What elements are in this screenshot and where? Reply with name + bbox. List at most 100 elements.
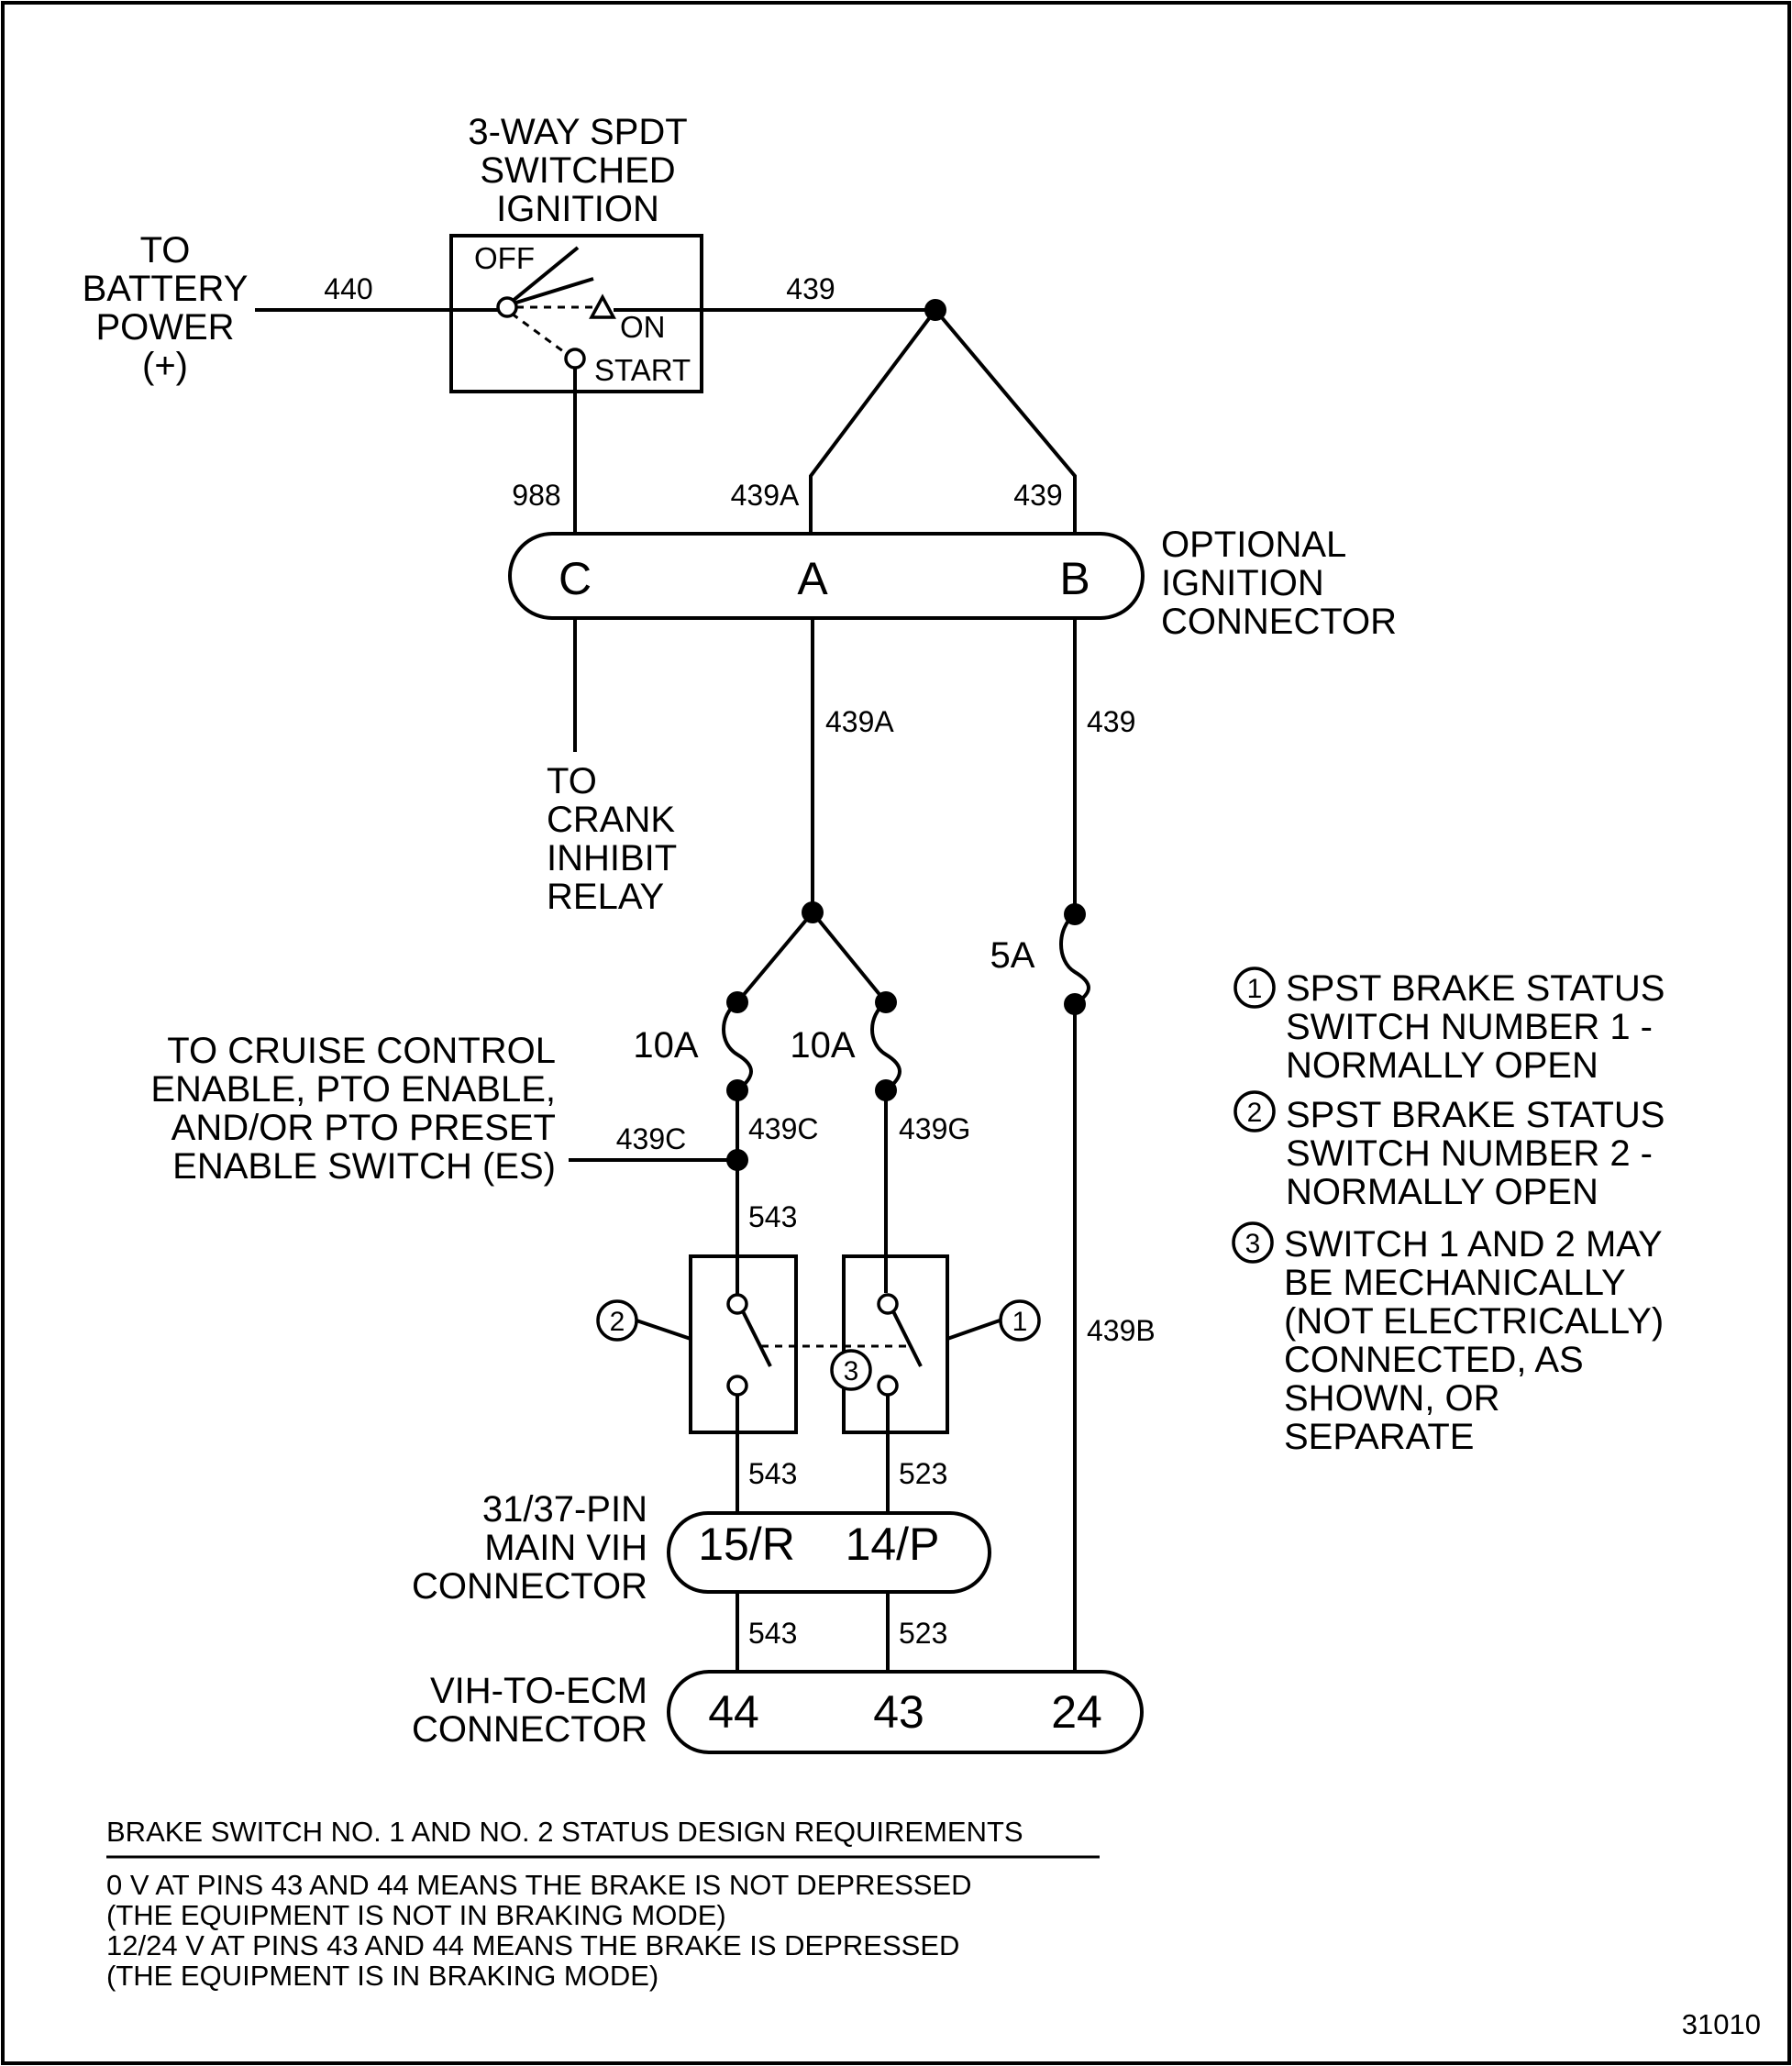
brake-switch-1	[842, 1254, 949, 1434]
cruise-label-line-2: ENABLE, PTO ENABLE,	[150, 1069, 556, 1110]
ignition-connector-label-2: IGNITION	[1161, 563, 1324, 603]
fuse-10a-left-label: 10A	[633, 1025, 698, 1066]
ecm-connector-body	[667, 1670, 1144, 1754]
legend-1-line-1: SPST BRAKE STATUS	[1286, 968, 1665, 1009]
legend: 1 SPST BRAKE STATUS SWITCH NUMBER 1 - NO…	[1232, 967, 1665, 1457]
legend-2-line-1: SPST BRAKE STATUS	[1286, 1095, 1665, 1135]
figure-number: 31010	[1682, 2008, 1761, 2040]
wire-label-439a-top: 439A	[731, 479, 800, 512]
vih-to-ecm-connector: 44 43 24	[667, 1670, 1144, 1754]
legend-3-line-1: SWITCH 1 AND 2 MAY	[1284, 1224, 1663, 1265]
ecm-connector-label-2: CONNECTOR	[412, 1709, 647, 1750]
brake-switch-2-blade	[741, 1310, 772, 1367]
battery-label-line-4: (+)	[142, 346, 188, 386]
cruise-label-line-4: ENABLE SWITCH (ES)	[172, 1146, 556, 1187]
brake-switch-1-contact-bottom	[877, 1375, 899, 1397]
brake-switch-2	[689, 1254, 798, 1434]
wire-label-523-b: 523	[899, 1617, 947, 1650]
legend-1-line-3: NORMALLY OPEN	[1286, 1045, 1598, 1086]
wire-branch-left	[736, 911, 814, 1004]
crank-label-line-1: TO	[547, 761, 597, 801]
wire-439a-top	[809, 308, 937, 536]
callout-2-leader	[636, 1319, 691, 1341]
fuse-5a-label: 5A	[990, 935, 1035, 976]
wire-439-b-top	[934, 308, 1077, 536]
battery-label-line-2: BATTERY	[83, 269, 249, 309]
ignition-pin-a: A	[797, 553, 828, 604]
ecm-pin-43: 43	[873, 1686, 924, 1738]
notes-line-3: 12/24 V AT PINS 43 AND 44 MEANS THE BRAK…	[106, 1929, 959, 1961]
switch-on-terminal	[589, 293, 616, 319]
vih-connector-label-1: 31/37-PIN	[482, 1489, 647, 1530]
ecm-pin-44: 44	[708, 1686, 759, 1738]
ecm-connector-label-1: VIH-TO-ECM	[430, 1671, 647, 1711]
brake-switch-2-contact-bottom	[726, 1375, 748, 1397]
wire-label-523-a: 523	[899, 1457, 947, 1490]
legend-2-number: 2	[1247, 1098, 1263, 1128]
crank-label-line-3: INHIBIT	[547, 838, 677, 878]
ignition-pin-c: C	[559, 553, 592, 604]
fuse-10a-right-label: 10A	[790, 1025, 855, 1066]
switch-start-path	[511, 312, 568, 356]
vih-pin-15r: 15/R	[698, 1519, 795, 1570]
switch-start-terminal	[564, 348, 586, 370]
notes-title: BRAKE SWITCH NO. 1 AND NO. 2 STATUS DESI…	[106, 1816, 1023, 1848]
fuse-5a	[1059, 912, 1090, 1006]
cruise-label-line-3: AND/OR PTO PRESET	[171, 1108, 556, 1148]
vih-connector-label-3: CONNECTOR	[412, 1566, 647, 1607]
fuse-10a-left	[722, 1000, 753, 1092]
crank-label-line-2: CRANK	[547, 800, 675, 840]
wire-label-439b: 439B	[1087, 1314, 1156, 1347]
notes-line-2: (THE EQUIPMENT IS NOT IN BRAKING MODE)	[106, 1899, 726, 1931]
ignition-pin-b: B	[1059, 553, 1090, 604]
ignition-connector-label-3: CONNECTOR	[1161, 602, 1397, 642]
brake-switch-1-contact-top	[877, 1293, 899, 1315]
switch-off-label: OFF	[474, 241, 535, 275]
vih-connector-label-2: MAIN VIH	[484, 1528, 647, 1568]
wire-label-439c: 439C	[748, 1112, 819, 1145]
design-notes: BRAKE SWITCH NO. 1 AND NO. 2 STATUS DESI…	[106, 1816, 1100, 1992]
wire-label-543-c: 543	[748, 1617, 797, 1650]
switch-title-line-2: SWITCHED	[480, 150, 675, 191]
callout-3-number: 3	[844, 1356, 859, 1387]
legend-2-line-3: NORMALLY OPEN	[1286, 1172, 1598, 1212]
fuse-10a-right	[870, 1000, 902, 1092]
ignition-switch: 3-WAY SPDT SWITCHED IGNITION OFF ON STAR…	[449, 112, 703, 393]
legend-3-line-4: CONNECTED, AS	[1284, 1340, 1584, 1380]
legend-2-circle	[1233, 1090, 1276, 1132]
wire-label-543-a: 543	[748, 1200, 797, 1233]
legend-3-line-5: SHOWN, OR	[1284, 1378, 1500, 1419]
wire-label-988: 988	[512, 479, 560, 512]
switch-common-terminal	[496, 296, 518, 318]
legend-1-line-2: SWITCH NUMBER 1 -	[1286, 1007, 1653, 1047]
switch-start-label: START	[594, 353, 691, 387]
callout-1-leader	[946, 1319, 1001, 1341]
legend-1-circle	[1233, 967, 1276, 1009]
brake-switch-1-box	[842, 1254, 949, 1434]
cruise-label-line-1: TO CRUISE CONTROL	[167, 1031, 556, 1071]
wire-label-439g: 439G	[899, 1112, 970, 1145]
legend-3-line-6: SEPARATE	[1284, 1417, 1474, 1457]
brake-switch-1-blade	[891, 1310, 923, 1367]
ecm-pin-24: 24	[1051, 1686, 1102, 1738]
wire-label-439c-branch: 439C	[616, 1122, 687, 1155]
legend-3-circle	[1232, 1221, 1274, 1264]
legend-3-line-2: BE MECHANICALLY	[1284, 1263, 1626, 1303]
crank-label-line-4: RELAY	[547, 877, 664, 917]
vih-connector-body	[667, 1511, 991, 1594]
ignition-connector-label-1: OPTIONAL	[1161, 525, 1346, 565]
switch-lever	[506, 277, 594, 307]
switch-on-label: ON	[620, 310, 666, 344]
wire-label-440: 440	[324, 272, 372, 305]
vih-pin-14p: 14/P	[846, 1519, 940, 1570]
legend-2-line-2: SWITCH NUMBER 2 -	[1286, 1133, 1653, 1174]
ignition-connector-body	[508, 532, 1145, 620]
wire-branch-right	[811, 911, 888, 1004]
main-vih-connector: 15/R 14/P	[667, 1511, 991, 1594]
switch-lever-off	[505, 246, 580, 307]
wire-label-439a-mid: 439A	[825, 705, 894, 738]
legend-1-number: 1	[1247, 974, 1263, 1004]
brake-switch-2-contact-top	[726, 1293, 748, 1315]
